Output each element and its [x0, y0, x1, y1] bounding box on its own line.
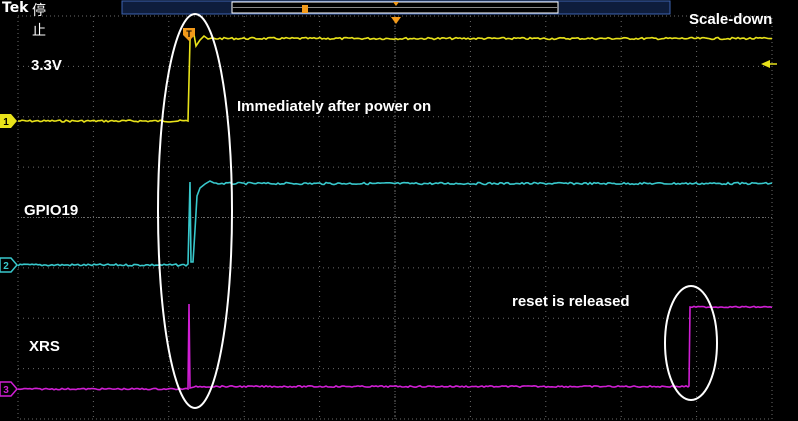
- trigger-expansion-point-icon: [393, 2, 399, 6]
- power-on-highlight-ellipse: [157, 13, 233, 409]
- svg-text:2: 2: [3, 261, 9, 272]
- channel-3-trace: [17, 303, 773, 391]
- svg-text:T: T: [186, 29, 192, 39]
- channel-1-marker[interactable]: 1: [0, 114, 17, 128]
- channel-2-name: GPIO19: [24, 202, 79, 219]
- svg-text:1: 1: [3, 117, 9, 128]
- acquisition-status: 停止: [32, 3, 46, 39]
- channel-3-name: XRS: [29, 338, 60, 355]
- channel-2-marker[interactable]: 2: [0, 257, 18, 273]
- reset-release-highlight-ellipse: [664, 285, 718, 401]
- brand-logo: Tek: [2, 0, 29, 16]
- record-length-bar: [121, 0, 671, 15]
- channel-3-marker[interactable]: 3: [0, 381, 18, 397]
- trigger-level-icon: [761, 60, 770, 68]
- channel-1-trace: [17, 28, 772, 123]
- channel-2-trace: [17, 180, 773, 267]
- graticule: [17, 15, 773, 420]
- power-on-annotation: Immediately after power on: [237, 98, 432, 115]
- reset-annotation: reset is released: [512, 293, 630, 310]
- svg-text:3: 3: [3, 385, 9, 396]
- channel-1-name: 3.3V: [31, 57, 62, 74]
- trigger-point-marker: T: [183, 28, 195, 41]
- trigger-position-marker[interactable]: [302, 5, 308, 13]
- mode-label: Scale-down: [689, 11, 773, 28]
- horizontal-position-icon: [391, 17, 401, 24]
